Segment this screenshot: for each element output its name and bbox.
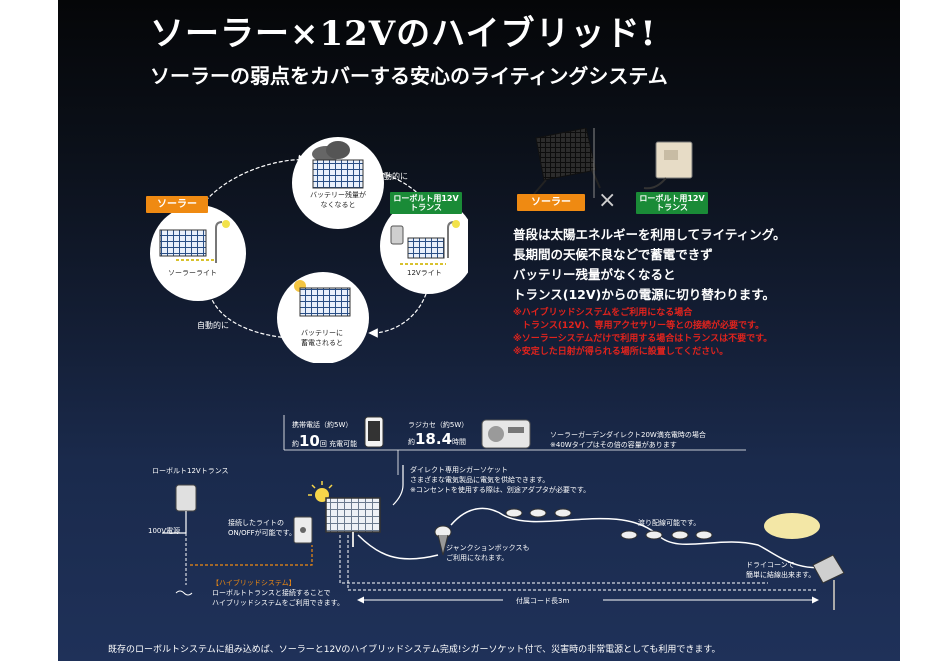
note-line: ※ソーラーシステムだけで利用する場合はトランスは不要です。	[513, 334, 773, 344]
dry-line: 簡単に結線出来ます。	[746, 571, 816, 579]
compare-trans-badge-line1: ローボルト用12V	[639, 194, 705, 203]
phone-suffix: 回 充電可能	[319, 440, 358, 448]
wiring-note: 渡り配線可能です。	[638, 519, 701, 527]
radio-value: 18.4	[415, 430, 453, 448]
hybrid-line: ローボルトトランスと接続することで	[212, 589, 331, 597]
circle-bottom	[277, 272, 369, 363]
cycle-right-caption: 12Vライト	[407, 269, 442, 277]
phone-prefix: 約	[292, 440, 299, 448]
cycle-bottom-caption-line2: 蓄電されると	[301, 339, 343, 347]
compare-times: ×	[598, 188, 617, 213]
note-line: トランス(12V)、専用アクセサリー等との接続が必要です。	[513, 321, 765, 331]
compare-products	[533, 128, 693, 198]
garden-line: ソーラーガーデンダイレクト20W満充電時の場合	[550, 431, 706, 439]
garden-line: ※40Wタイプはその倍の容量があります	[550, 441, 677, 449]
socket-title: ダイレクト専用シガーソケット	[410, 466, 508, 474]
cycle-left-caption: ソーラーライト	[168, 269, 217, 277]
cord-length: 付属コード長3m	[516, 597, 570, 605]
notes: ※ハイブリッドシステムをご利用になる場合 トランス(12V)、専用アクセサリー等…	[513, 307, 772, 359]
phone-capacity: 約10回 充電可能	[292, 432, 357, 450]
phone-value: 10	[299, 432, 320, 450]
main-panel: ソーラー×12Vのハイブリッド! ソーラーの弱点をカバーする安心のライティングシ…	[58, 0, 900, 661]
cycle-top-caption-line2: なくなると	[320, 201, 356, 209]
compare-trans-badge-line2: トランス	[656, 203, 688, 212]
cycle-diagram	[150, 137, 468, 363]
description-line: バッテリー残量がなくなると	[513, 267, 676, 282]
switch-line: 接続したライトの	[228, 519, 284, 527]
junction-note: ジャンクションボックスも ご利用になれます。	[446, 543, 529, 563]
hybrid-note: 【ハイブリッドシステム】 ローボルトトランスと接続することで ハイブリッドシステ…	[212, 578, 344, 608]
garden-note: ソーラーガーデンダイレクト20W満充電時の場合 ※40Wタイプはその倍の容量があ…	[550, 430, 706, 450]
compare-trans-badge: ローボルト用12V トランス	[636, 192, 708, 214]
compare-solar-badge: ソーラー	[517, 194, 585, 211]
cycle-auto-top: 自動的に	[376, 172, 408, 181]
arc-bottom-right	[368, 287, 429, 338]
page-title: ソーラー×12Vのハイブリッド!	[150, 14, 657, 54]
socket-line: ※コンセントを使用する際は、別途アダプタが必要です。	[410, 486, 591, 494]
cycle-trans-badge: ローボルト用12V トランス	[390, 192, 462, 214]
dry-line: ドライコーンで	[746, 561, 795, 569]
junction-line: ジャンクションボックスも	[446, 544, 530, 552]
radio-suffix: 時間	[452, 438, 467, 446]
hybrid-title: 【ハイブリッドシステム】	[212, 579, 296, 587]
footer-text: 既存のローボルトシステムに組み込めば、ソーラーと12Vのハイブリッドシステム完成…	[108, 645, 721, 655]
note-line: ※安定した日射が得られる場所に設置してください。	[513, 347, 729, 357]
radio-prefix: 約	[408, 438, 415, 446]
cycle-trans-badge-line2: トランス	[410, 203, 442, 212]
transformer-label: ローボルト12Vトランス	[152, 467, 229, 475]
ac-label: 100V電源	[148, 527, 181, 535]
radio-capacity: 約18.4時間	[408, 430, 466, 448]
hybrid-line: ハイブリッドシステムをご利用できます。	[212, 599, 344, 607]
radio-label: ラジカセ（約5W）	[408, 421, 469, 429]
description-line: 普段は太陽エネルギーを利用してライティング。	[513, 227, 786, 242]
description: 普段は太陽エネルギーを利用してライティング。 長期間の天候不良などで蓄電できず …	[513, 225, 786, 305]
junction-line: ご利用になれます。	[446, 554, 509, 562]
cycle-bottom-caption-line1: バッテリーに	[301, 329, 343, 337]
cycle-solar-badge: ソーラー	[146, 196, 208, 213]
dry-cone-note: ドライコーンで 簡単に結線出来ます。	[746, 560, 815, 580]
cycle-bottom-caption: バッテリーに 蓄電されると	[292, 328, 352, 348]
description-line: トランス(12V)からの電源に切り替わります。	[513, 287, 775, 302]
cycle-auto-bottom: 自動的に	[197, 321, 229, 330]
system-diagram	[162, 415, 845, 610]
phone-label: 携帯電話（約5W）	[292, 421, 353, 429]
note-line: ※ハイブリッドシステムをご利用になる場合	[513, 308, 693, 318]
socket-line: さまざまな電気製品に電気を供給できます。	[410, 476, 550, 484]
cycle-top-caption-line1: バッテリー残量が	[310, 191, 366, 199]
cycle-top-caption: バッテリー残量が なくなると	[308, 190, 368, 210]
switch-line: ON/OFFが可能です。	[228, 529, 296, 537]
description-line: 長期間の天候不良などで蓄電できず	[513, 247, 713, 262]
socket-note: ダイレクト専用シガーソケット さまざまな電気製品に電気を供給できます。 ※コンセ…	[410, 465, 590, 495]
cycle-trans-badge-line1: ローボルト用12V	[393, 194, 459, 203]
switch-note: 接続したライトの ON/OFFが可能です。	[228, 518, 296, 538]
arc-top-left	[197, 154, 308, 211]
page-subtitle: ソーラーの弱点をカバーする安心のライティングシステム	[150, 64, 668, 88]
